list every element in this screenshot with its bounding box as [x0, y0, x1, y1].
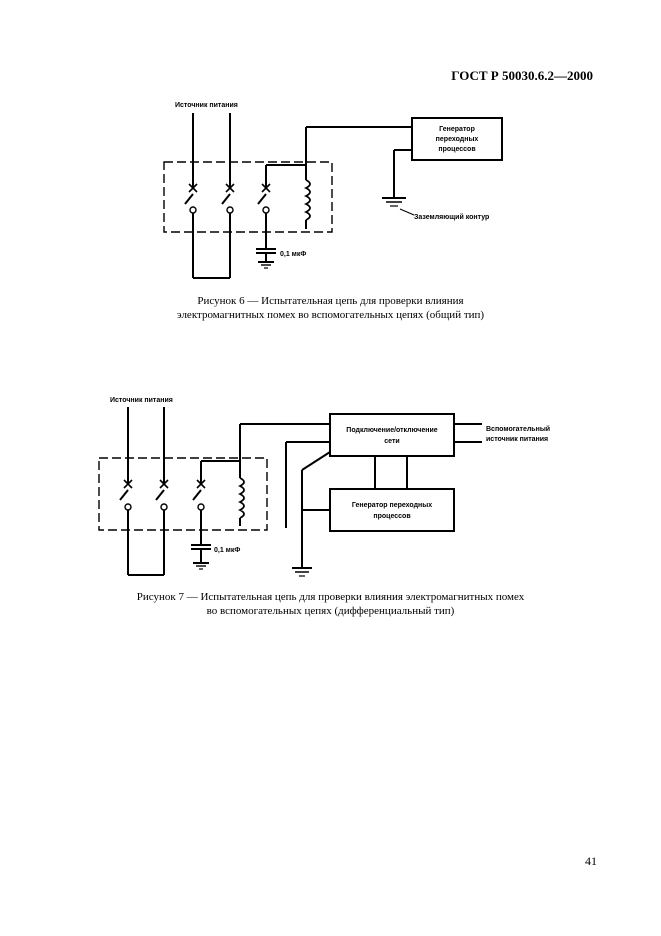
generator-label-1: Генератор переходных — [352, 502, 432, 509]
power-supply-label: Источник питания — [110, 397, 173, 404]
ground-loop-label: Заземляющий контур — [414, 213, 489, 221]
transient-generator-box — [411, 117, 503, 161]
document-header: ГОСТ Р 50030.6.2—2000 — [451, 68, 593, 83]
aux-supply-label-2: источник питания — [486, 436, 548, 443]
generator-label-3: процессов — [438, 146, 476, 153]
page-number: 41 — [585, 854, 597, 868]
figure-6-caption: Рисунок 6 — Испытательная цепь для прове… — [176, 295, 485, 321]
switch-box-label-1: Подключение/отключение — [346, 427, 437, 434]
generator-label-1: Генератор — [439, 126, 475, 133]
figure-6-circuit-diagram: Источник питания Генератор переходных пр… — [163, 102, 503, 279]
generator-label-2: переходных — [436, 136, 479, 143]
equipment-enclosure — [163, 161, 333, 233]
figure-7-caption: Рисунок 7 — Испытательная цепь для прове… — [136, 591, 525, 617]
switch-box-label-2: сети — [384, 438, 399, 445]
aux-supply-label-1: Вспомогательный — [486, 425, 550, 433]
capacitor-label: 0,1 мкФ — [280, 251, 306, 258]
figure-7-circuit-diagram: Источник питания Подключение/отключение … — [98, 397, 550, 577]
power-supply-label: Источник питания — [175, 102, 238, 109]
generator-label-2: процессов — [373, 513, 411, 520]
capacitor-label: 0,1 мкФ — [214, 547, 240, 554]
